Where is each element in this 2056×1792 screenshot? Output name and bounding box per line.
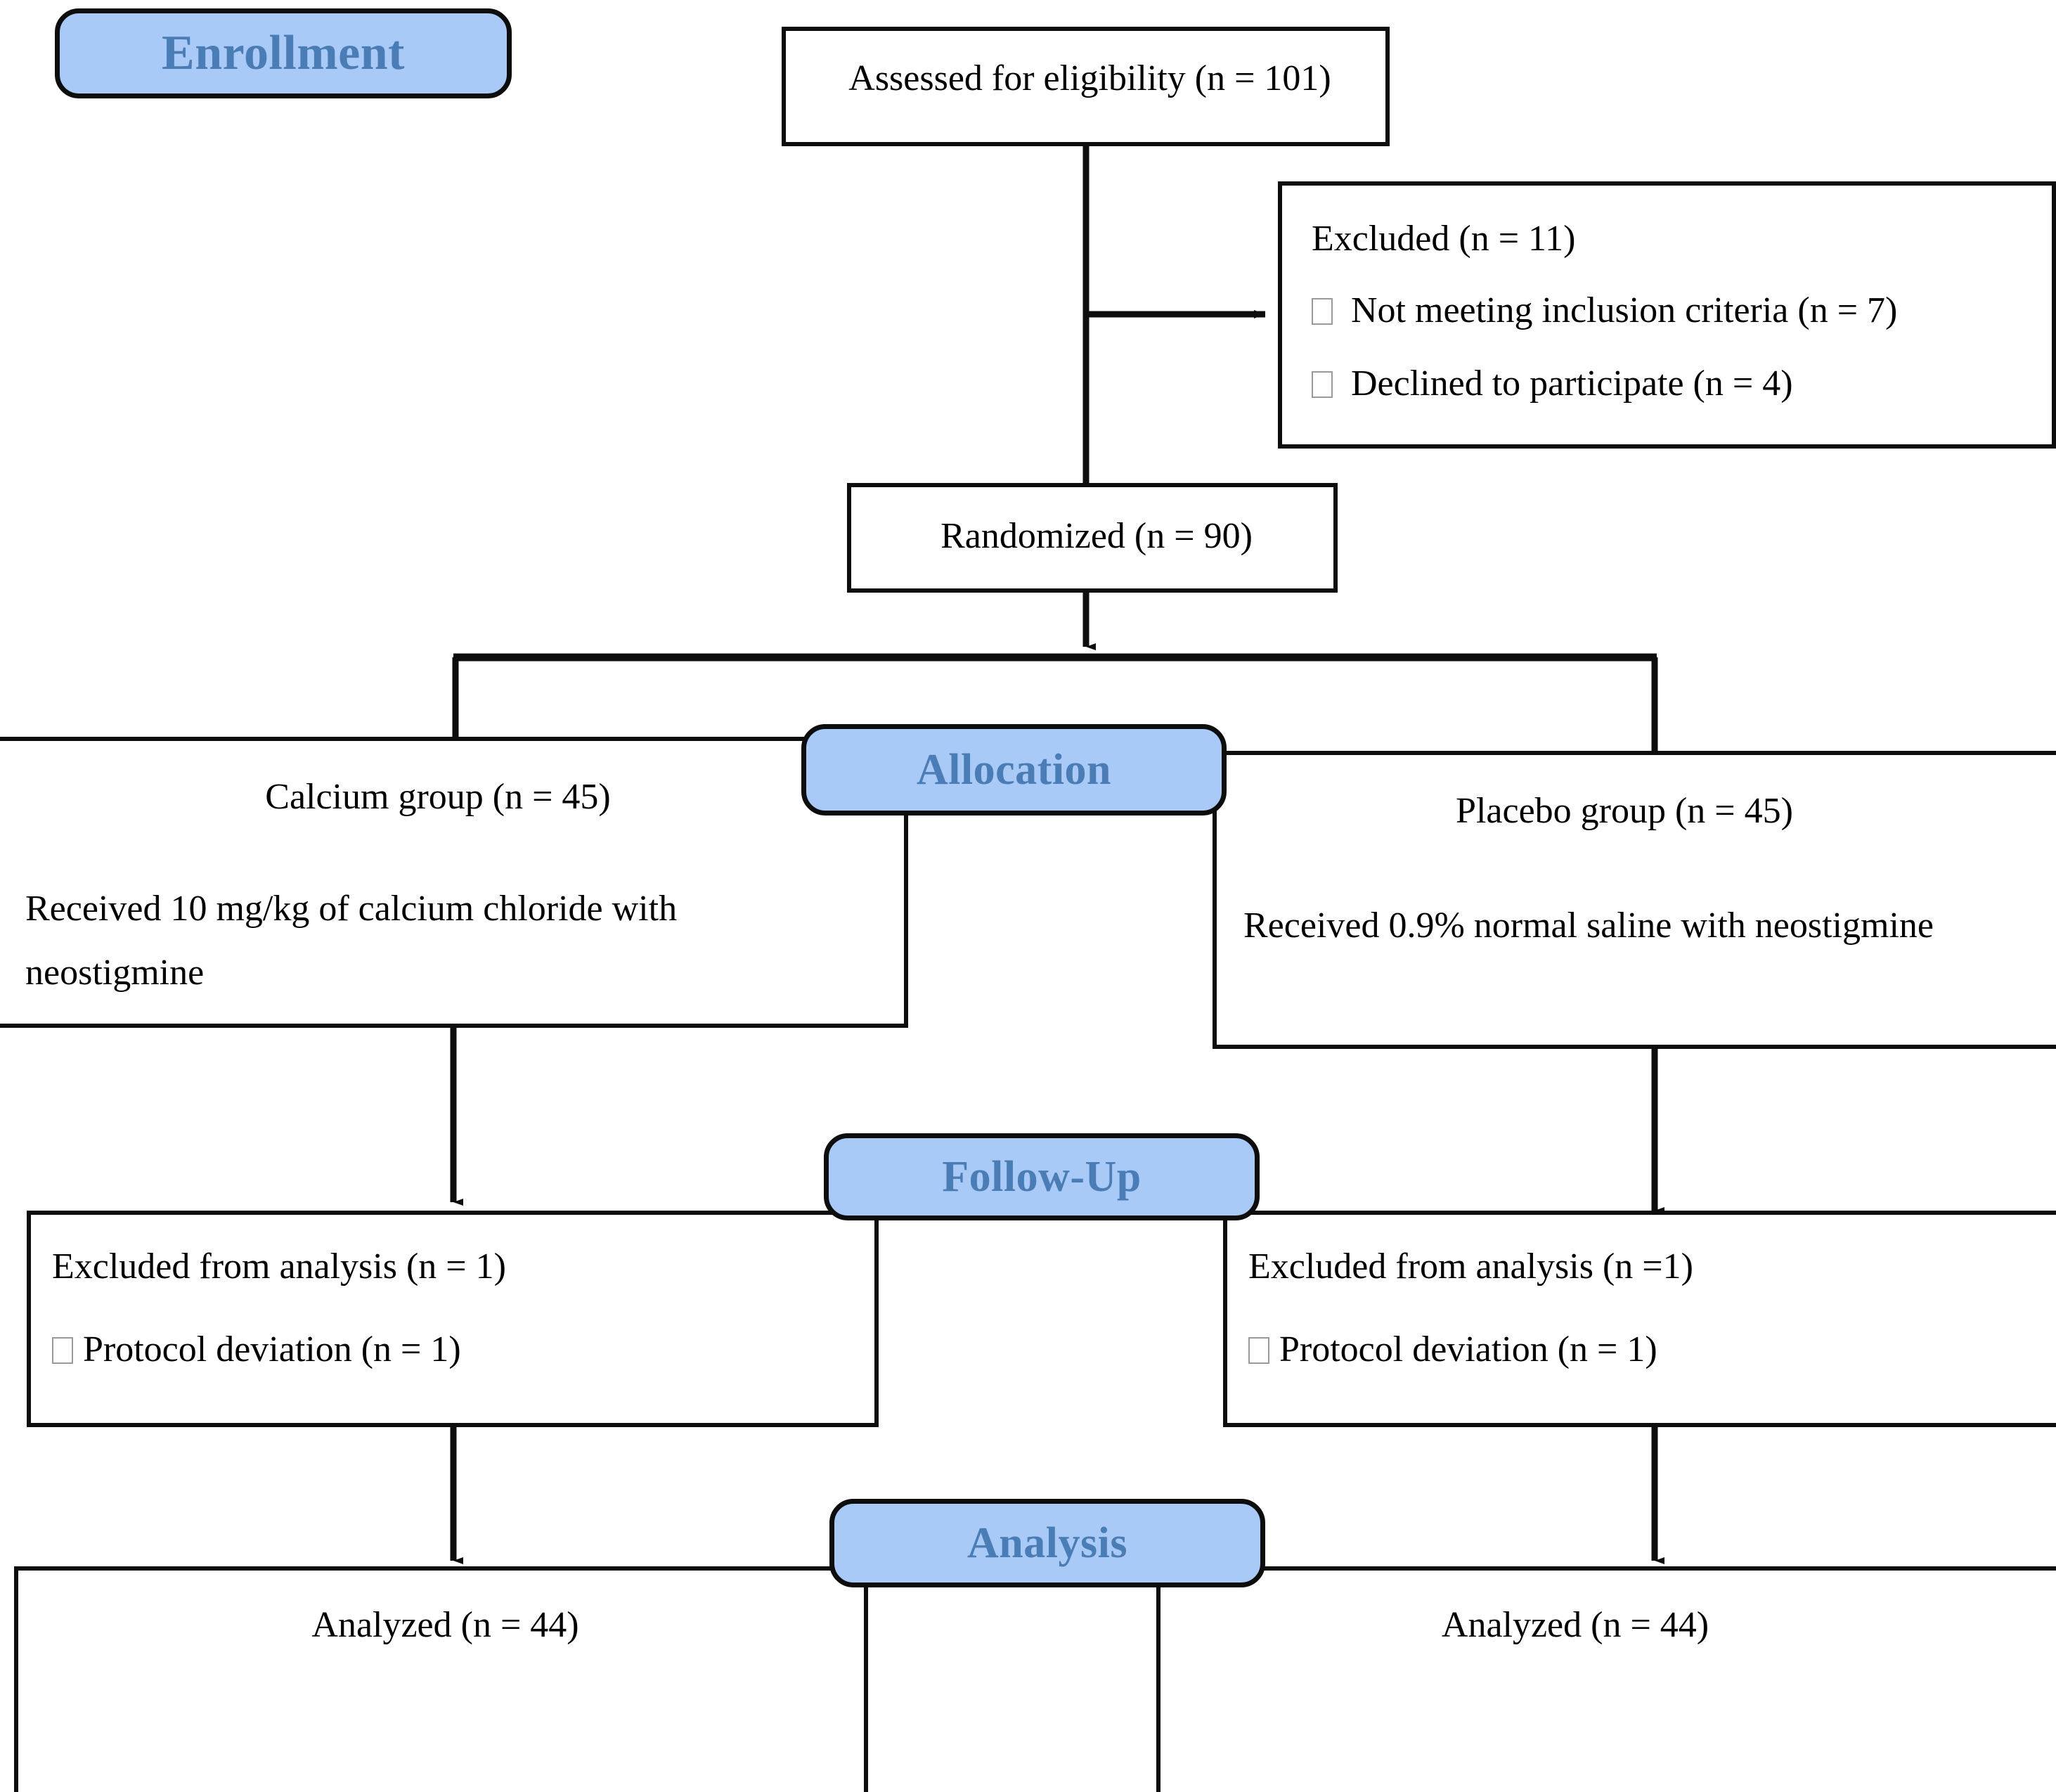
excluded-item-1: Declined to participate (n = 4): [1312, 363, 1793, 405]
followup-placebo-title: Excluded from analysis (n =1): [1248, 1246, 1693, 1287]
stage-badge-enrollment-label: Enrollment: [162, 26, 405, 80]
box-randomized: Randomized (n = 90): [847, 483, 1338, 593]
excluded-item-0: Not meeting inclusion criteria (n = 7): [1312, 290, 1897, 332]
box-followup-placebo: Excluded from analysis (n =1) Protocol d…: [1223, 1211, 2056, 1427]
bullet-box-icon: [1312, 298, 1333, 325]
followup-placebo-item-0-label: Protocol deviation (n = 1): [1279, 1329, 1657, 1369]
box-allocation-calcium: Calcium group (n = 45) Received 10 mg/kg…: [0, 737, 908, 1028]
stage-badge-allocation: Allocation: [801, 724, 1227, 816]
allocation-placebo-intervention: Received 0.9% normal saline with neostig…: [1243, 905, 1934, 946]
box-allocation-placebo: Placebo group (n = 45) Received 0.9% nor…: [1213, 751, 2056, 1049]
box-excluded: Excluded (n = 11) Not meeting inclusion …: [1278, 181, 2056, 449]
stage-badge-allocation-label: Allocation: [916, 745, 1112, 794]
bullet-box-icon: [1312, 371, 1333, 398]
box-analysis-placebo: Analyzed (n = 44): [1156, 1566, 2056, 1792]
assessed-for-eligibility-text: Assessed for eligibility (n = 101): [848, 58, 1331, 98]
stage-badge-analysis: Analysis: [829, 1499, 1265, 1587]
analysis-placebo-text: Analyzed (n = 44): [1441, 1605, 1709, 1645]
excluded-item-0-label: Not meeting inclusion criteria (n = 7): [1351, 290, 1898, 330]
bullet-box-icon: [52, 1337, 73, 1364]
stage-badge-followup-label: Follow-Up: [942, 1152, 1142, 1201]
followup-calcium-item-0-label: Protocol deviation (n = 1): [83, 1329, 461, 1369]
allocation-placebo-group: Placebo group (n = 45): [1456, 791, 1793, 831]
allocation-calcium-intervention: Received 10 mg/kg of calcium chloride wi…: [25, 889, 678, 993]
stage-badge-analysis-label: Analysis: [967, 1519, 1127, 1567]
followup-calcium-item-0: Protocol deviation (n = 1): [52, 1329, 461, 1371]
box-assessed-for-eligibility: Assessed for eligibility (n = 101): [782, 27, 1390, 146]
excluded-item-1-label: Declined to participate (n = 4): [1351, 363, 1793, 404]
stage-badge-enrollment: Enrollment: [55, 8, 512, 98]
excluded-title: Excluded (n = 11): [1312, 219, 1576, 259]
analysis-calcium-text: Analyzed (n = 44): [311, 1605, 579, 1645]
box-followup-calcium: Excluded from analysis (n = 1) Protocol …: [27, 1211, 879, 1427]
followup-placebo-item-0: Protocol deviation (n = 1): [1248, 1329, 1657, 1371]
bullet-box-icon: [1248, 1337, 1269, 1364]
randomized-text: Randomized (n = 90): [940, 516, 1253, 556]
stage-badge-followup: Follow-Up: [824, 1133, 1260, 1220]
followup-calcium-title: Excluded from analysis (n = 1): [52, 1246, 506, 1287]
allocation-calcium-group: Calcium group (n = 45): [265, 777, 611, 817]
box-analysis-calcium: Analyzed (n = 44): [14, 1566, 868, 1792]
